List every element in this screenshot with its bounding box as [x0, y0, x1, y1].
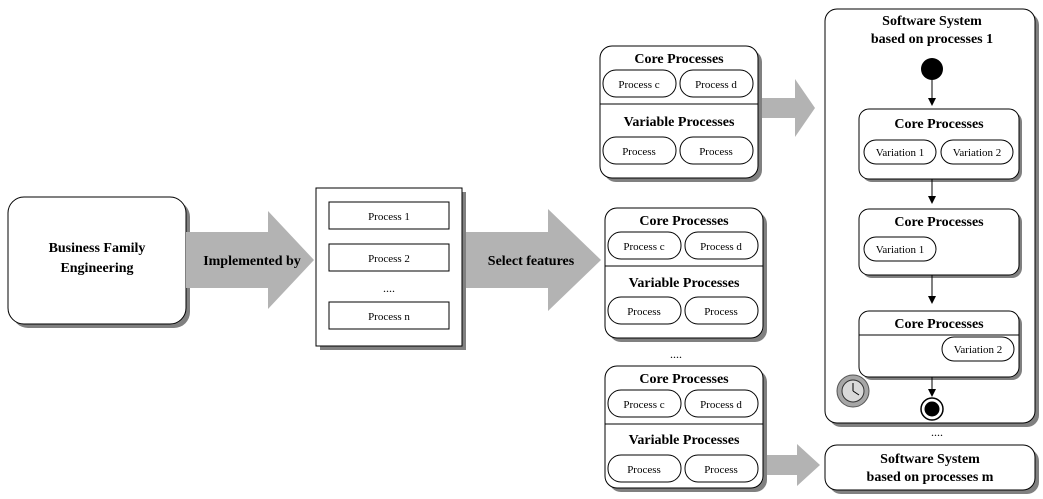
core-processes-title: Core Processes — [639, 214, 729, 229]
variable-process-item: Process — [627, 306, 661, 318]
clock-icon — [836, 374, 870, 408]
variable-process-item: Process — [704, 464, 738, 476]
software-system-m: Software System based on processes m — [824, 444, 1039, 494]
to-system-1-arrow — [762, 79, 815, 137]
software-system-1: Software System based on processes 1 Cor… — [824, 8, 1039, 427]
variable-processes-title: Variable Processes — [624, 115, 735, 130]
process-list-box: Process 1 Process 2 .... Process n — [315, 187, 466, 350]
feature-set-1: Core Processes Process c Process d Varia… — [599, 45, 762, 182]
core-process-item: Process c — [618, 79, 659, 91]
core-process-item: Process d — [695, 79, 737, 91]
variation-item: Variation 1 — [876, 147, 925, 159]
implemented-by-arrow: Implemented by — [186, 211, 314, 309]
variable-processes-title: Variable Processes — [629, 433, 740, 448]
core-process-item: Process d — [700, 399, 742, 411]
system-1-title-line2: based on processes 1 — [871, 32, 993, 47]
variable-process-item: Process — [704, 306, 738, 318]
variation-item: Variation 2 — [954, 344, 1003, 356]
process-item — [328, 301, 450, 330]
filled-circle-start-icon — [921, 58, 943, 80]
process-item-label: Process 1 — [368, 211, 410, 223]
business-family-box: Business Family Engineering — [7, 196, 190, 328]
state-title: Core Processes — [894, 215, 984, 230]
state-title: Core Processes — [894, 117, 984, 132]
variable-processes-title: Variable Processes — [629, 276, 740, 291]
feature-sets-ellipsis: .... — [670, 347, 682, 361]
core-processes-title: Core Processes — [639, 372, 729, 387]
business-title-line2: Engineering — [60, 261, 133, 276]
core-process-item: Process d — [700, 241, 742, 253]
variable-process-item: Process — [627, 464, 661, 476]
feature-set-3: Core Processes Process c Process d Varia… — [604, 365, 767, 492]
process-item-label: Process 2 — [368, 253, 410, 265]
variable-process-item: Process — [699, 146, 733, 158]
system-m-title-line2: based on processes m — [867, 470, 994, 485]
process-item — [328, 201, 450, 230]
system-1-title-line1: Software System — [882, 14, 982, 29]
variation-item: Variation 2 — [953, 147, 1002, 159]
process-item — [328, 243, 450, 272]
feature-set-2: Core Processes Process c Process d Varia… — [604, 207, 767, 342]
system-m-title-line1: Software System — [880, 452, 980, 467]
variation-item: Variation 1 — [876, 244, 925, 256]
software-systems-ellipsis: .... — [931, 425, 943, 439]
core-process-item: Process c — [623, 241, 664, 253]
implemented-by-label: Implemented by — [203, 254, 301, 269]
business-title-line1: Business Family — [49, 241, 146, 256]
bullseye-end-icon — [920, 397, 944, 421]
core-processes-title: Core Processes — [634, 52, 724, 67]
select-features-arrow: Select features — [466, 209, 601, 311]
process-item-label: Process n — [368, 311, 410, 323]
core-process-item: Process c — [623, 399, 664, 411]
select-features-label: Select features — [488, 254, 575, 269]
variable-process-item: Process — [622, 146, 656, 158]
process-list-ellipsis: .... — [383, 281, 395, 295]
state-title: Core Processes — [894, 317, 984, 332]
to-system-m-arrow — [767, 444, 820, 486]
